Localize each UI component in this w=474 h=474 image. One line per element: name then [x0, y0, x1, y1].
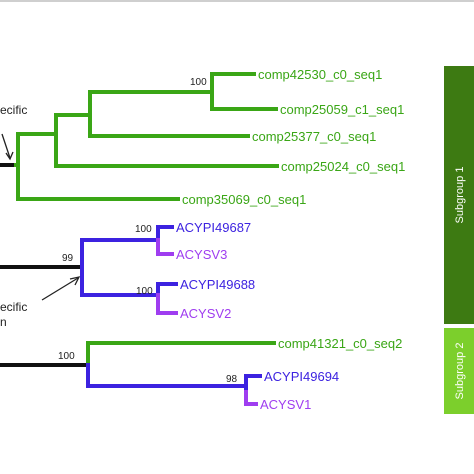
subgroup-1-label: Subgroup 1	[454, 167, 466, 224]
clade-subgroup-2	[0, 341, 276, 406]
bootstrap-label: 100	[135, 224, 152, 235]
subgroup-2-label: Subgroup 2	[454, 343, 466, 400]
leaf-label: ACYPI49687	[176, 220, 251, 235]
branch-clade3-lower	[86, 363, 248, 388]
arrow-middle-head	[69, 276, 81, 286]
leaf-label: ACYPI49688	[180, 277, 255, 292]
branch-clade1-pair	[88, 72, 214, 111]
leaf-label: comp41321_c0_seq2	[278, 336, 402, 351]
leaf-label: comp25059_c1_seq1	[280, 102, 404, 117]
arrow-top	[1, 133, 11, 159]
leaf-label: ACYSV3	[176, 247, 227, 262]
branch-clade1-stem	[14, 132, 20, 201]
annotation-arrows	[1, 133, 81, 301]
subgroup-1-bar	[444, 66, 474, 324]
bootstrap-label: 99	[62, 253, 74, 264]
branch-clade2-top	[80, 225, 160, 242]
branch-clade1-inner	[16, 113, 58, 168]
leaf-label: comp35069_c0_seq1	[182, 192, 306, 207]
leaf-label: ACYPI49694	[264, 369, 339, 384]
branch-leaf-acysv3	[156, 238, 174, 256]
bootstrap-label: 100	[190, 77, 207, 88]
subgroup-2-bar	[444, 328, 474, 414]
bootstrap-label: 98	[226, 374, 238, 385]
clade-subgroup-1	[0, 72, 279, 201]
annotation-top-text: ecific	[0, 103, 27, 117]
annotation-middle-text-2: n	[0, 315, 7, 329]
branch-leaf-acysv1	[244, 390, 258, 406]
leaf-label: ACYSV2	[180, 306, 231, 321]
annotation-middle-text-1: ecific	[0, 300, 27, 314]
bootstrap-label: 100	[136, 286, 153, 297]
leaf-label: comp25024_c0_seq1	[281, 159, 405, 174]
clade-subgroup-1b	[0, 225, 178, 315]
leaf-label: comp25377_c0_seq1	[252, 129, 376, 144]
leaf-label: ACYSV1	[260, 397, 311, 412]
bootstrap-label: 100	[58, 351, 75, 362]
branch-clade1-deep	[54, 90, 92, 138]
leaf-label: comp42530_c0_seq1	[258, 67, 382, 82]
arrow-top-head	[5, 151, 14, 161]
arrow-middle	[41, 277, 79, 301]
branch-leaf-acysv2	[156, 293, 178, 315]
